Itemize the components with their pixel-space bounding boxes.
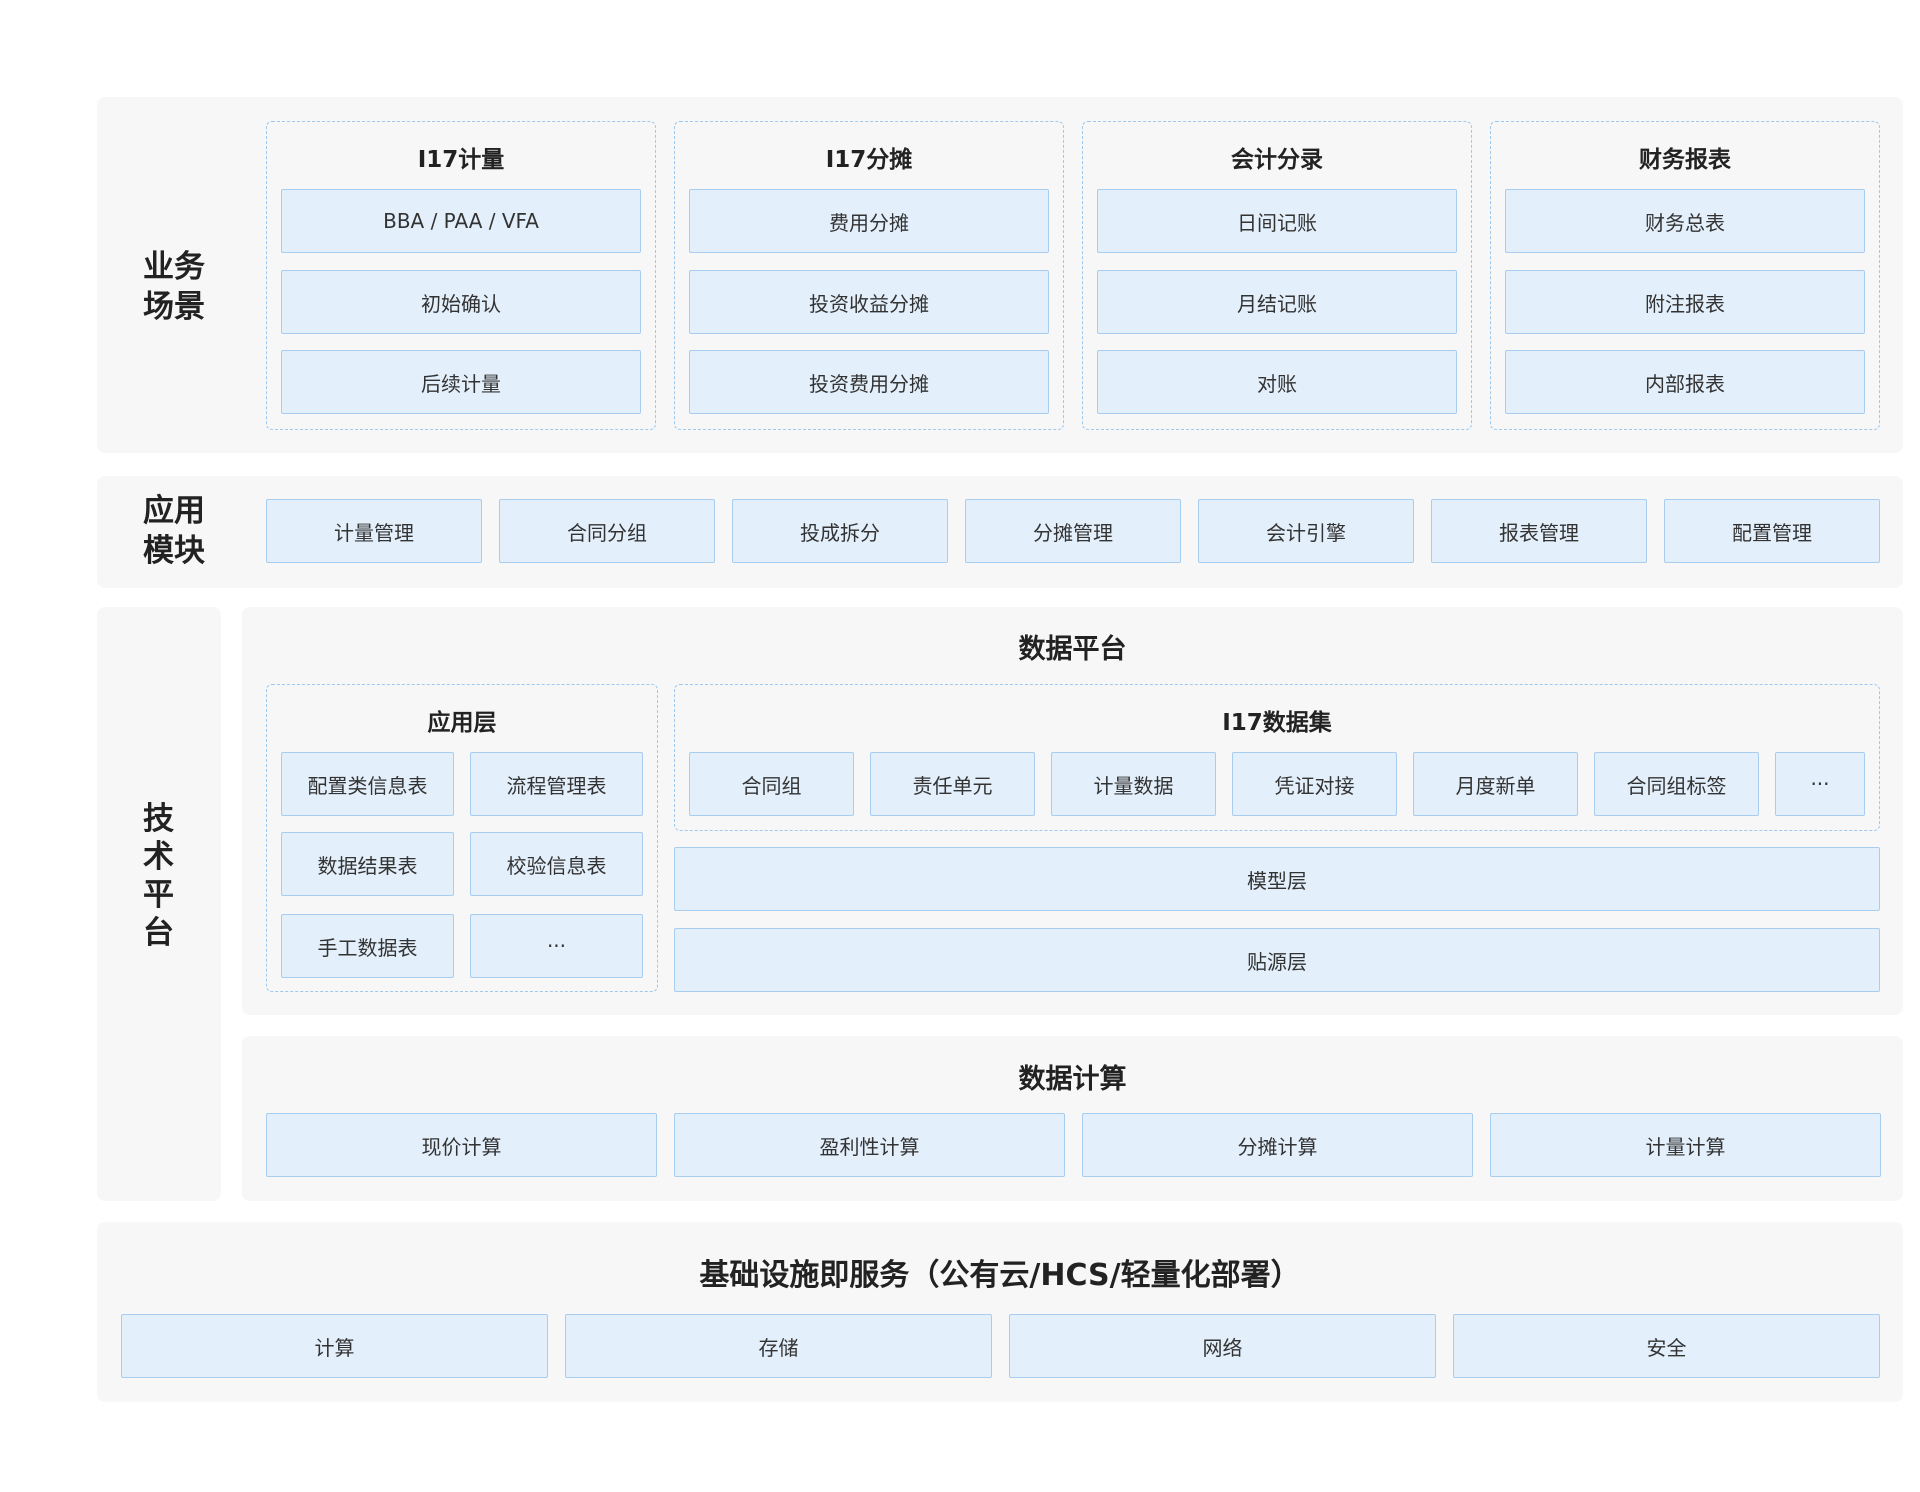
module-cost-split[interactable]: 投成拆分 bbox=[732, 499, 948, 563]
box-measurement-calc[interactable]: 计量计算 bbox=[1490, 1113, 1881, 1177]
box-config-info-table[interactable]: 配置类信息表 bbox=[281, 752, 454, 816]
group-title: I17计量 bbox=[417, 147, 505, 173]
group-i17-allocation: I17分摊 bbox=[674, 121, 1064, 430]
box-validation-info-table[interactable]: 校验信息表 bbox=[470, 832, 643, 896]
box-allocation-calc[interactable]: 分摊计算 bbox=[1082, 1113, 1473, 1177]
box-expense-allocation[interactable]: 费用分摊 bbox=[689, 189, 1049, 253]
box-month-end-bookkeeping[interactable]: 月结记账 bbox=[1097, 270, 1457, 334]
box-contract-group[interactable]: 合同组 bbox=[689, 752, 854, 816]
box-present-value-calc[interactable]: 现价计算 bbox=[266, 1113, 657, 1177]
box-app-layer-more[interactable]: ··· bbox=[470, 914, 643, 978]
box-dataset-more[interactable]: ··· bbox=[1775, 752, 1865, 816]
group-application-layer: 应用层 bbox=[266, 684, 658, 992]
box-monthly-new-business[interactable]: 月度新单 bbox=[1413, 752, 1578, 816]
module-contract-grouping[interactable]: 合同分组 bbox=[499, 499, 715, 563]
group-title: 会计分录 bbox=[1231, 147, 1323, 173]
module-allocation-management[interactable]: 分摊管理 bbox=[965, 499, 1181, 563]
data-compute-title: 数据计算 bbox=[1018, 1064, 1127, 1095]
box-contract-group-tag[interactable]: 合同组标签 bbox=[1594, 752, 1759, 816]
box-manual-data-table[interactable]: 手工数据表 bbox=[281, 914, 454, 978]
box-internal-reports[interactable]: 内部报表 bbox=[1505, 350, 1865, 414]
box-storage[interactable]: 存储 bbox=[565, 1314, 992, 1378]
box-bba-paa-vfa[interactable]: BBA / PAA / VFA bbox=[281, 189, 641, 253]
infrastructure-title: 基础设施即服务（公有云/HCS/轻量化部署） bbox=[699, 1258, 1301, 1293]
group-accounting-entries: 会计分录 bbox=[1082, 121, 1472, 430]
group-title: I17数据集 bbox=[1222, 710, 1332, 736]
box-measurement-data[interactable]: 计量数据 bbox=[1051, 752, 1216, 816]
box-process-management-table[interactable]: 流程管理表 bbox=[470, 752, 643, 816]
box-network[interactable]: 网络 bbox=[1009, 1314, 1436, 1378]
application-modules-label: 应用 模块 bbox=[143, 493, 205, 569]
group-financial-reports: 财务报表 bbox=[1490, 121, 1880, 430]
tech-platform-label-band bbox=[97, 607, 221, 1201]
module-accounting-engine[interactable]: 会计引擎 bbox=[1198, 499, 1414, 563]
box-security[interactable]: 安全 bbox=[1453, 1314, 1880, 1378]
module-measurement-management[interactable]: 计量管理 bbox=[266, 499, 482, 563]
box-reconciliation[interactable]: 对账 bbox=[1097, 350, 1457, 414]
box-source-layer[interactable]: 贴源层 bbox=[674, 928, 1880, 992]
module-config-management[interactable]: 配置管理 bbox=[1664, 499, 1880, 563]
group-title: 财务报表 bbox=[1639, 147, 1731, 173]
box-initial-recognition[interactable]: 初始确认 bbox=[281, 270, 641, 334]
box-financial-summary[interactable]: 财务总表 bbox=[1505, 189, 1865, 253]
module-report-management[interactable]: 报表管理 bbox=[1431, 499, 1647, 563]
group-i17-measurement: I17计量 bbox=[266, 121, 656, 430]
box-model-layer[interactable]: 模型层 bbox=[674, 847, 1880, 911]
data-platform-title: 数据平台 bbox=[1018, 634, 1127, 665]
box-data-result-table[interactable]: 数据结果表 bbox=[281, 832, 454, 896]
group-i17-dataset: I17数据集 bbox=[674, 684, 1880, 831]
box-investment-expense-allocation[interactable]: 投资费用分摊 bbox=[689, 350, 1049, 414]
business-scenarios-label: 业务 场景 bbox=[143, 249, 205, 325]
tech-platform-label: 技 术 平 台 bbox=[143, 801, 174, 951]
box-voucher-interface[interactable]: 凭证对接 bbox=[1232, 752, 1397, 816]
box-subsequent-measurement[interactable]: 后续计量 bbox=[281, 350, 641, 414]
box-notes-reports[interactable]: 附注报表 bbox=[1505, 270, 1865, 334]
group-title: I17分摊 bbox=[825, 147, 913, 173]
box-investment-income-allocation[interactable]: 投资收益分摊 bbox=[689, 270, 1049, 334]
box-compute[interactable]: 计算 bbox=[121, 1314, 548, 1378]
box-responsibility-unit[interactable]: 责任单元 bbox=[870, 752, 1035, 816]
box-daily-bookkeeping[interactable]: 日间记账 bbox=[1097, 189, 1457, 253]
box-profitability-calc[interactable]: 盈利性计算 bbox=[674, 1113, 1065, 1177]
group-title: 应用层 bbox=[427, 710, 497, 736]
